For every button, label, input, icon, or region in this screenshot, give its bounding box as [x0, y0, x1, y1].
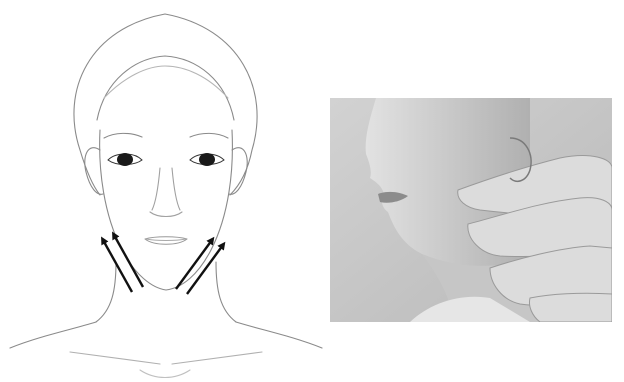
right-iris: [199, 153, 215, 166]
nose: [150, 168, 182, 217]
face-illustration-svg: [0, 0, 330, 382]
left-eyebrow: [104, 133, 142, 138]
eyes: [108, 153, 224, 166]
right-shoulder: [236, 322, 322, 348]
right-eyebrow: [190, 133, 228, 138]
right-arrow-inner: [176, 240, 212, 289]
jaw-massage-photo: [330, 98, 612, 322]
left-arrow-inner: [114, 235, 143, 287]
left-arrow-outer: [103, 240, 132, 292]
neck-right: [216, 262, 236, 322]
left-iris: [117, 153, 133, 166]
face-illustration: [0, 0, 330, 382]
left-shoulder: [10, 322, 96, 348]
neck-left: [96, 262, 116, 322]
photo-svg: [330, 98, 612, 322]
